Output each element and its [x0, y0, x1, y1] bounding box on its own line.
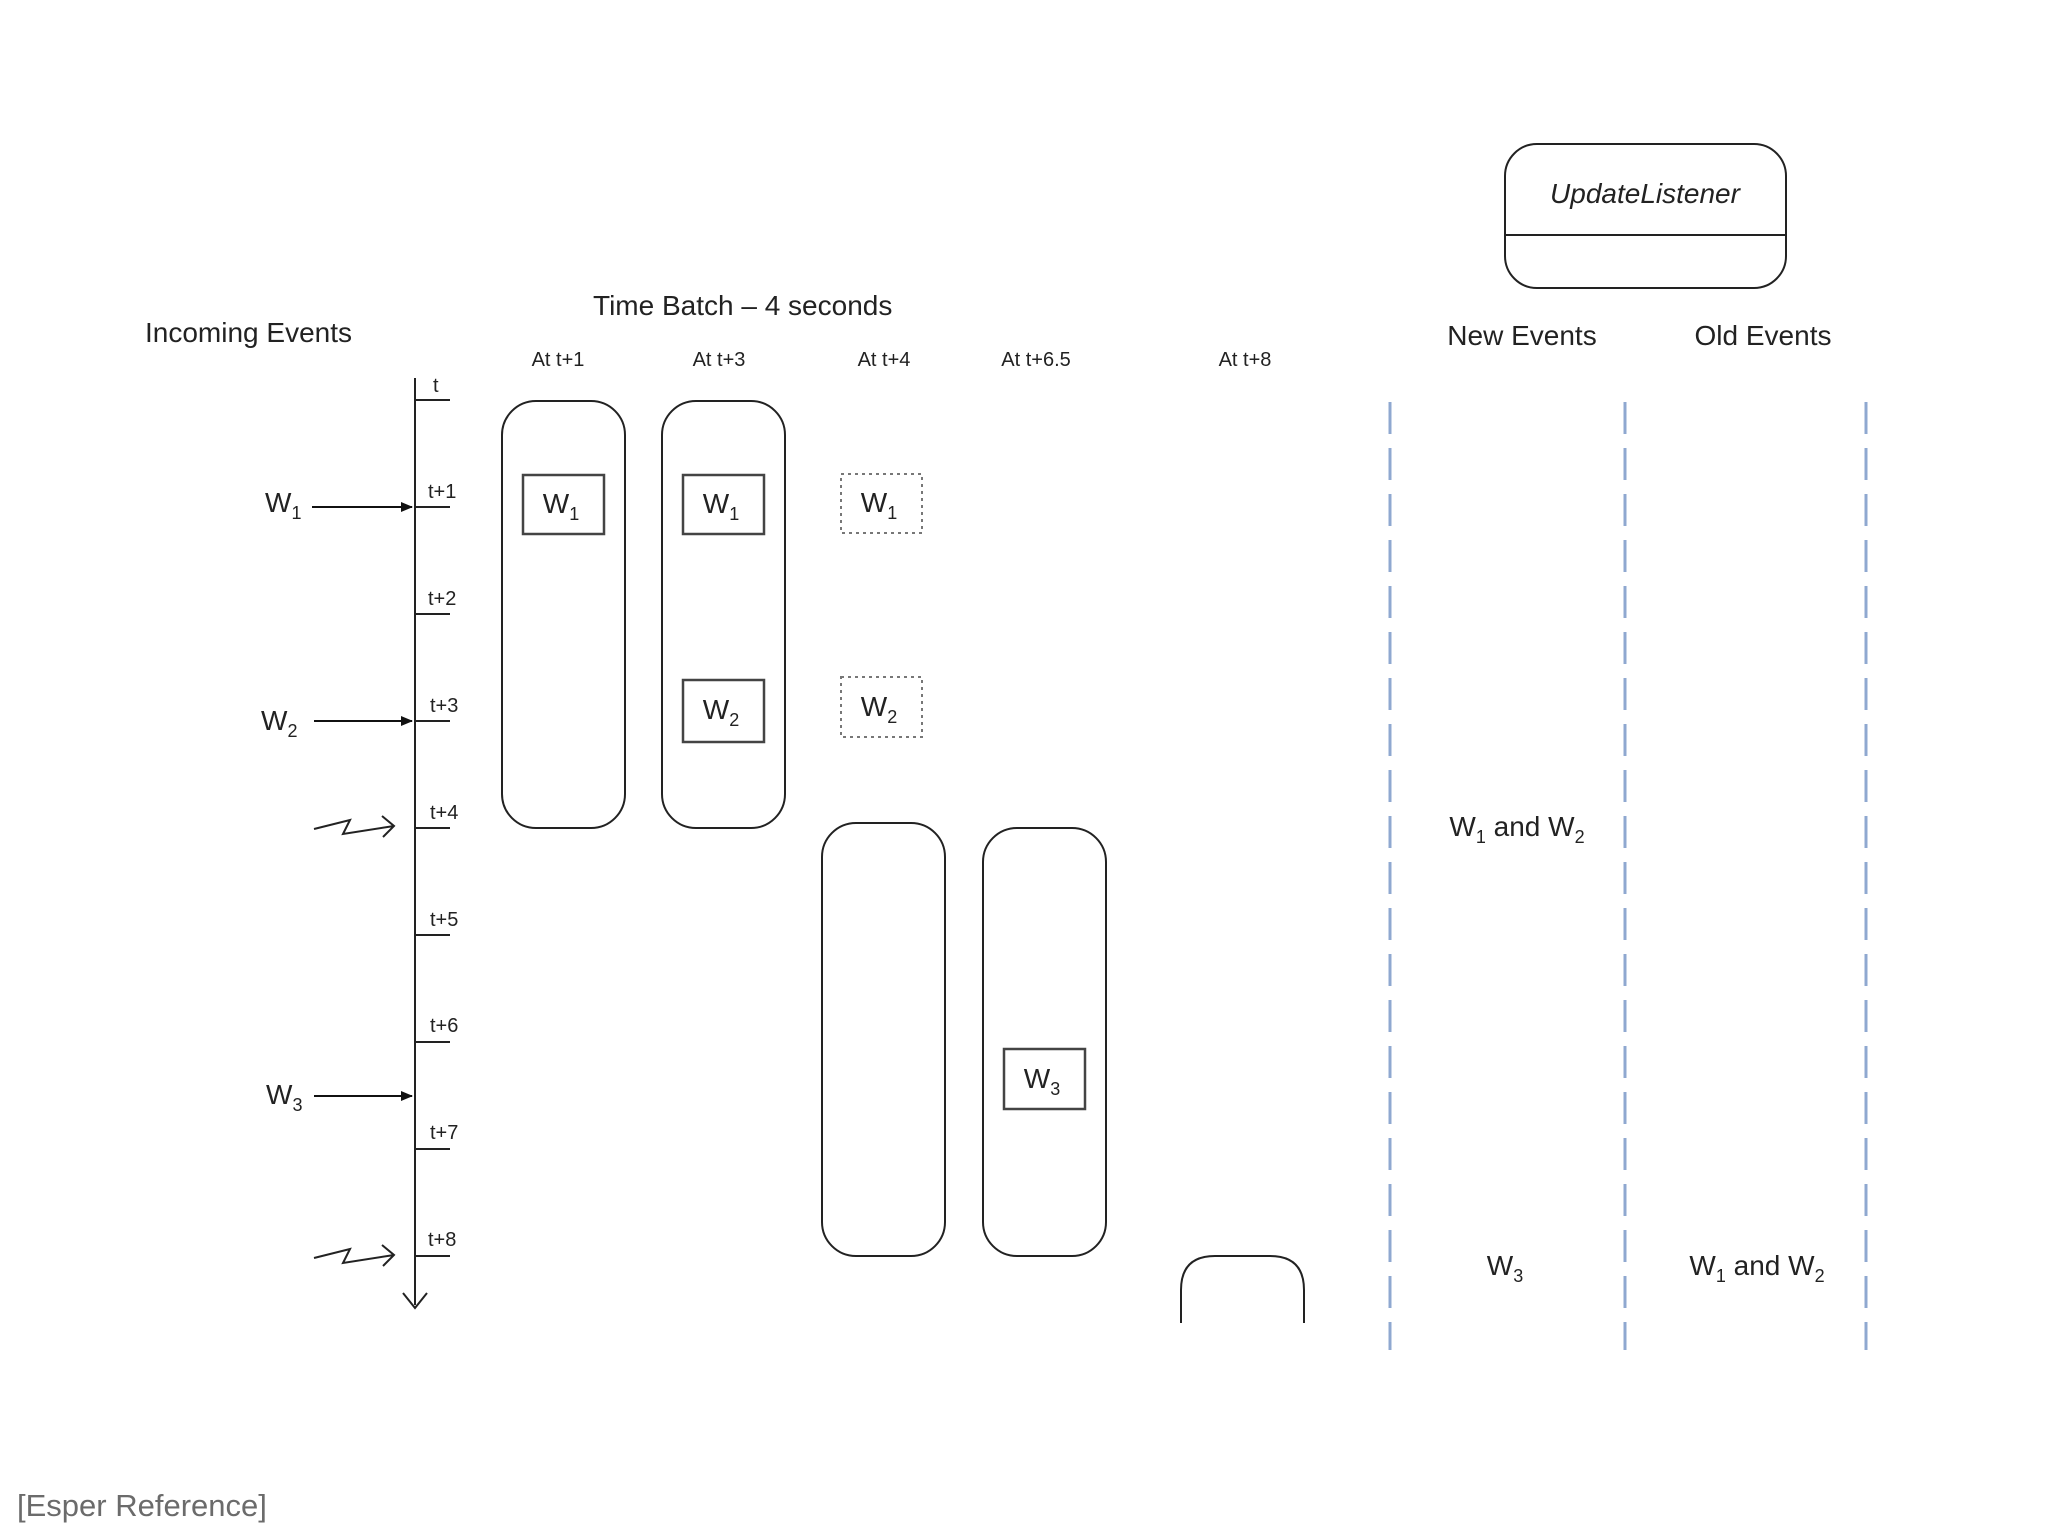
new-events-t4: W1 and W2 [1449, 811, 1584, 847]
column-header-t8: At t+8 [1219, 349, 1272, 371]
column-header-t4: At t+4 [858, 349, 911, 371]
output-column-dividers [1388, 402, 1868, 1350]
event-box-w2-t3: W2 [681, 678, 766, 744]
tick-label-t1: t+1 [428, 481, 456, 503]
incoming-event-w3: W3 [266, 1079, 302, 1115]
batch-window-t3 [661, 400, 786, 829]
event-box-w1-t3: W1 [681, 473, 766, 536]
column-header-t1: At t+1 [532, 349, 585, 371]
tick-label-t3: t+3 [430, 695, 458, 717]
incoming-event-w1: W1 [265, 487, 301, 523]
incoming-event-w2: W2 [261, 705, 297, 741]
update-listener-label: UpdateListener [1550, 178, 1742, 209]
tick-label-t8: t+8 [428, 1229, 456, 1251]
tick-label-t5: t+5 [430, 909, 458, 931]
diagram-title: Time Batch – 4 seconds [593, 290, 892, 321]
incoming-events-label: Incoming Events [145, 317, 352, 348]
event-box-w3-t6-5: W3 [1002, 1047, 1087, 1111]
lightning-icon-t8 [313, 1244, 396, 1267]
svg-text:W3: W3 [1024, 1063, 1060, 1099]
old-events-t8: W1 and W2 [1689, 1250, 1824, 1286]
batch-window-t4 [821, 822, 946, 1257]
svg-text:W2: W2 [861, 691, 897, 727]
expired-event-w1-t4: W1 [840, 473, 923, 534]
update-listener-box: UpdateListener [1504, 143, 1787, 289]
svg-text:W1: W1 [861, 487, 897, 523]
batch-window-t8 [1180, 1255, 1305, 1323]
lightning-icon-t4 [313, 815, 396, 838]
column-header-t6-5: At t+6.5 [1001, 349, 1071, 371]
old-events-label: Old Events [1695, 320, 1832, 351]
timeline [402, 378, 450, 1310]
batch-window-t6-5 [982, 827, 1107, 1257]
svg-text:W1: W1 [543, 488, 579, 524]
tick-label-t6: t+6 [430, 1015, 458, 1037]
batch-window-t1 [501, 400, 626, 829]
source-caption: [Esper Reference] [17, 1488, 267, 1523]
column-header-t3: At t+3 [693, 349, 746, 371]
tick-label-t: t [433, 375, 439, 397]
expired-event-w2-t4: W2 [840, 676, 923, 738]
event-box-w1-t1: W1 [521, 473, 606, 536]
svg-text:W1: W1 [703, 488, 739, 524]
tick-label-t4: t+4 [430, 802, 458, 824]
tick-label-t7: t+7 [430, 1122, 458, 1144]
tick-label-t2: t+2 [428, 588, 456, 610]
new-events-label: New Events [1447, 320, 1596, 351]
svg-text:W2: W2 [703, 694, 739, 730]
new-events-t8: W3 [1487, 1250, 1523, 1286]
